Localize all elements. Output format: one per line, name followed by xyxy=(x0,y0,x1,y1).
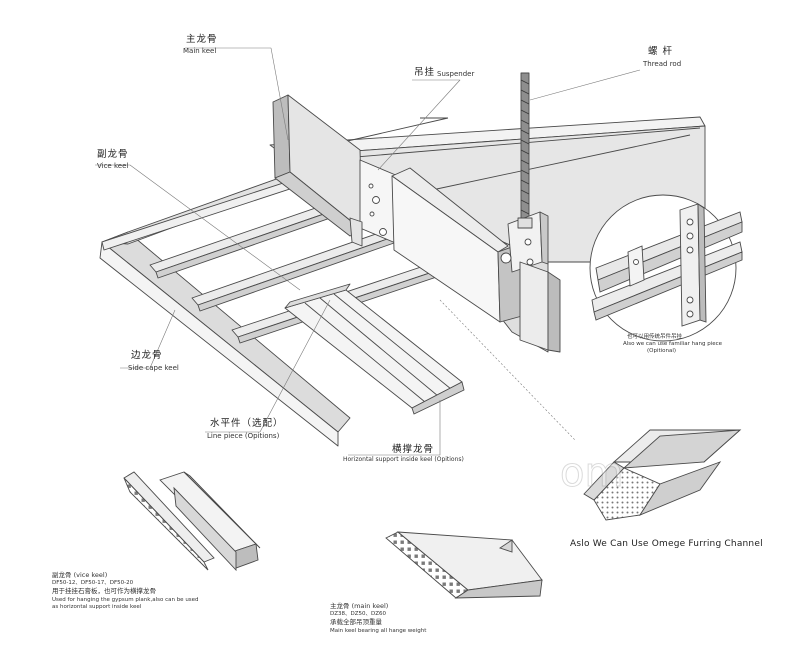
thread-rod-label-cn: 螺 杆 xyxy=(648,46,674,57)
vice-spec-models: DF50-12、DF50-17、DF50-20 xyxy=(52,580,134,586)
furring-note-opt: (Opitional) xyxy=(647,348,677,354)
main-keel-label-en: Main keel xyxy=(183,47,217,55)
vice-spec-en2: as horizontal support inside keel xyxy=(52,604,142,610)
line-piece-label-cn: 水平件（选配） xyxy=(210,418,284,429)
vice-spec-en1: Used for hanging the gypsum plank,also c… xyxy=(52,597,199,603)
line-piece xyxy=(284,283,465,415)
detail-circle xyxy=(589,194,743,342)
vertical-support xyxy=(519,261,561,353)
suspender-label-cn: 吊挂 xyxy=(414,67,436,78)
main-keel-profile xyxy=(385,531,543,599)
leader-lines xyxy=(95,47,641,456)
suspender-label-en: Suspender xyxy=(437,70,475,78)
omega-channel xyxy=(583,429,742,521)
horizontal-label-cn: 横撑龙骨 xyxy=(392,444,435,455)
omega-caption: Aslo We Can Use Omege Furring Channel xyxy=(570,539,763,549)
main-assembly xyxy=(95,47,706,456)
main-spec-en: Main keel bearing all hange weight xyxy=(330,628,427,634)
furring-note-cn: 也可以用传统吊件吊挂 xyxy=(627,334,683,340)
line-piece-label-en: Line piece (Opitions) xyxy=(207,432,280,440)
main-spec-models: DZ38、DZ50、DZ60 xyxy=(330,611,387,617)
main-spec-cn: 承载全部吊顶重量 xyxy=(330,618,382,626)
furring-note-en: Also we can use familiar hang piece xyxy=(623,341,723,347)
vice-keel-profile xyxy=(123,471,261,572)
thread-rod xyxy=(520,72,530,234)
hanger-bracket xyxy=(500,211,549,273)
horizontal-label-en: Horizontal support inside keel (Opitions… xyxy=(343,456,464,463)
vice-spec-cn: 用于挂挂石膏板，也可作为横撑龙骨 xyxy=(52,587,156,595)
thread-rod-label-en: Thread rod xyxy=(643,60,682,68)
watermark: om xyxy=(560,450,624,497)
side-keel-label-cn: 边龙骨 xyxy=(131,350,163,361)
side-keel-label-en: Side cape keel xyxy=(128,364,179,372)
vice-spec-title: 副龙骨 (vice keel) xyxy=(52,571,108,579)
main-keel-label-cn: 主龙骨 xyxy=(186,34,218,45)
main-spec-title: 主龙骨 (main keel) xyxy=(330,602,389,610)
vice-keel-label-cn: 副龙骨 xyxy=(97,149,129,160)
svg-text:om: om xyxy=(560,450,623,496)
vice-keel-label-en: Vice keel xyxy=(97,162,129,170)
main-keel-block xyxy=(272,94,363,237)
